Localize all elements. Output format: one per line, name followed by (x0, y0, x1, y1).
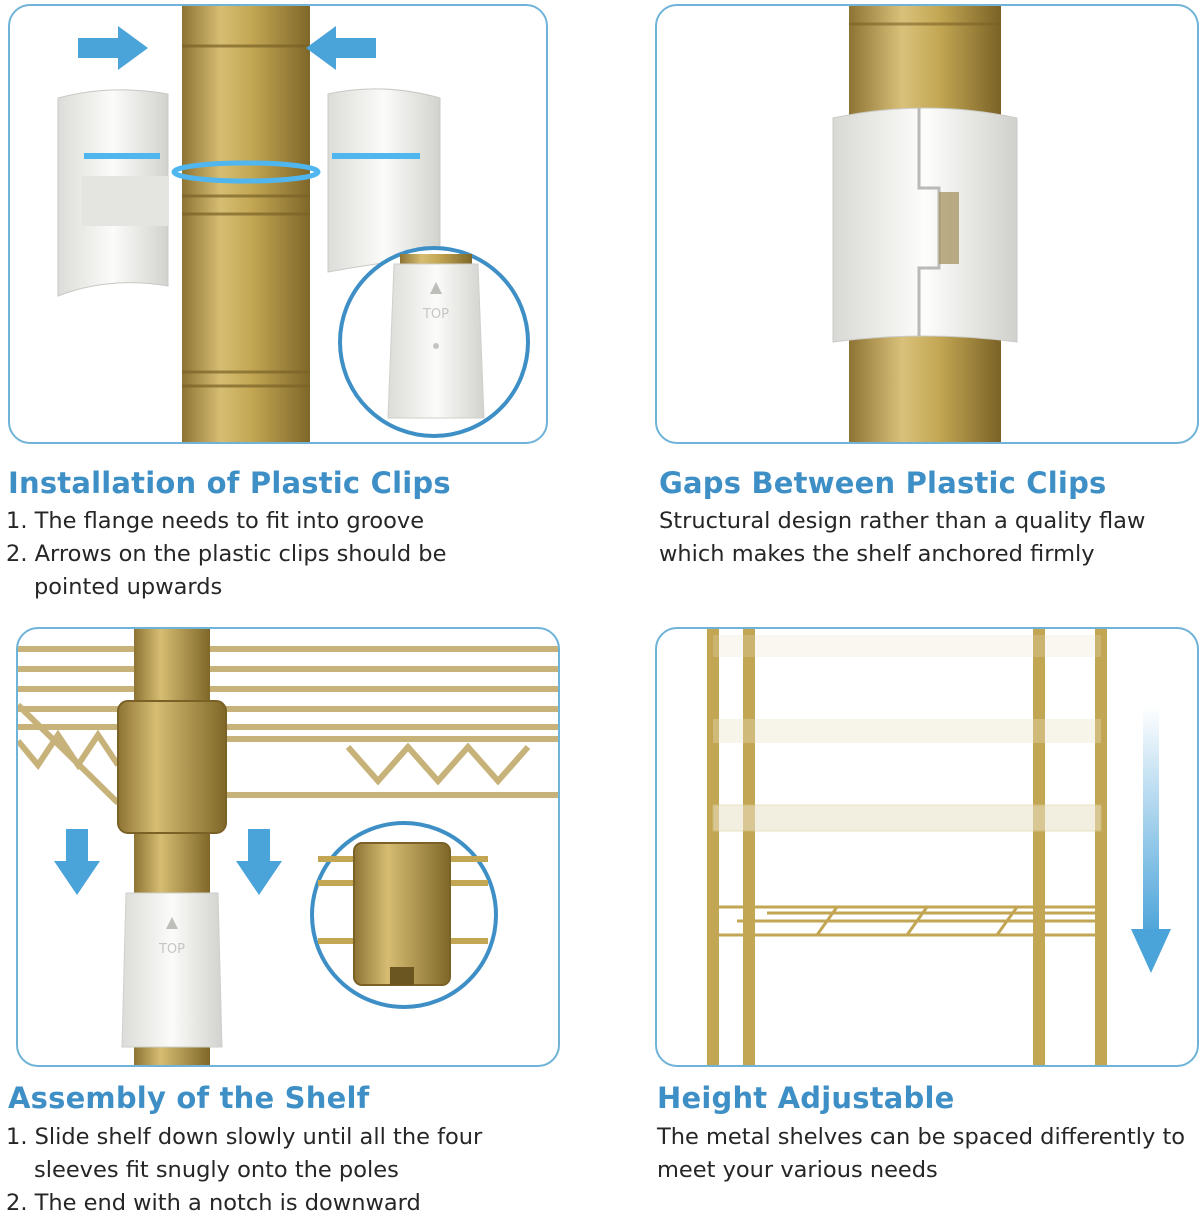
ghost-shelf-lower (712, 804, 1102, 832)
up-arrow-icon (430, 282, 442, 294)
arrow-right-icon (78, 26, 148, 70)
shelf-sleeve (117, 700, 227, 834)
assembly-step-2: 2. The end with a notch is downward (6, 1190, 421, 1216)
clip-closeup-inset: TOP (338, 246, 530, 438)
installation-illustration: TOP (57, 6, 530, 442)
installation-step-1: 1. The flange needs to fit into groove (6, 508, 425, 534)
height-heading: Height Adjustable (657, 1081, 955, 1115)
height-line-2: meet your various needs (657, 1157, 938, 1183)
clip-top-marking: TOP (422, 307, 449, 322)
height-adjust-image-panel (655, 627, 1199, 1067)
height-line-1: The metal shelves can be spaced differen… (657, 1124, 1186, 1150)
groove-ring (171, 160, 321, 184)
gaps-line-1: Structural design rather than a quality … (659, 508, 1146, 534)
arrow-down-icon (1131, 705, 1171, 973)
sleeve-notch-inset (310, 821, 498, 1009)
ghost-shelf-top (713, 635, 1101, 657)
shelf-pole (182, 6, 310, 442)
height-description: The metal shelves can be spaced differen… (657, 1121, 1185, 1187)
metal-shelf (711, 905, 1103, 937)
arrow-down-left-icon (54, 829, 100, 895)
plastic-clip-assembled (832, 107, 1018, 343)
assembly-illustration: TOP (18, 629, 558, 1065)
plastic-clip-right (327, 88, 441, 273)
height-adjust-illustration (707, 629, 1171, 1065)
installation-description: 1. The flange needs to fit into groove 2… (6, 505, 446, 604)
installation-heading: Installation of Plastic Clips (8, 466, 451, 500)
arrow-down-right-icon (236, 829, 282, 895)
clip-gap (917, 108, 959, 336)
installation-image-panel: TOP (8, 4, 548, 444)
sleeve-notch (390, 967, 414, 985)
arrow-left-icon (306, 26, 376, 70)
wire-shelf-grid (18, 646, 558, 806)
installation-step-2-cont: pointed upwards (34, 574, 223, 600)
assembly-step-1: 1. Slide shelf down slowly until all the… (6, 1124, 483, 1150)
assembly-image-panel: TOP (16, 627, 560, 1067)
plastic-clip (121, 892, 223, 1048)
installation-step-2: 2. Arrows on the plastic clips should be (6, 541, 447, 567)
ghost-shelf-middle (713, 719, 1101, 743)
gaps-description: Structural design rather than a quality … (659, 505, 1145, 571)
assembly-description: 1. Slide shelf down slowly until all the… (6, 1121, 482, 1220)
gaps-heading: Gaps Between Plastic Clips (659, 466, 1107, 500)
assembly-step-1-cont: sleeves fit snugly onto the poles (34, 1157, 399, 1183)
up-arrow-icon (166, 917, 178, 929)
shelf-poles (707, 629, 1107, 1065)
gaps-line-2: which makes the shelf anchored firmly (659, 541, 1095, 567)
gaps-illustration (832, 6, 1018, 442)
clip-top-marking: TOP (158, 942, 185, 957)
gaps-image-panel (655, 4, 1199, 444)
assembly-heading: Assembly of the Shelf (8, 1081, 370, 1115)
plastic-clip-left (57, 89, 169, 297)
